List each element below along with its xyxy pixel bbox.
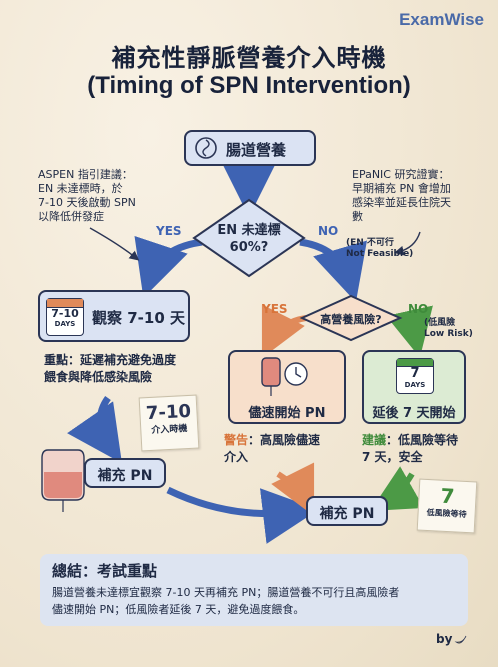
decision1-line2: 60%? [229, 240, 269, 255]
no-label: NO [318, 224, 339, 238]
iv-bag-clock-icon [261, 357, 308, 396]
start-node-box: 腸道營養 [184, 130, 316, 166]
calendar-icon: 7-10 DAYS [46, 298, 84, 336]
decision2-text: 高營養風險? [320, 313, 382, 326]
observe-box: 7-10 DAYS 觀察 7-10 天 [38, 290, 190, 342]
summary-line2: 儘速開始 PN；低風險者延後 7 天，避免過度餵食。 [52, 603, 305, 616]
epanic-line1: EPaNIC 研究證實： [352, 168, 450, 181]
low-risk-advice: 建議：低風險等待 7 天，安全 [362, 432, 482, 466]
arrow-left-to-center [166, 486, 319, 544]
supplement-center-box: 補充 PN [306, 496, 388, 526]
observe-focus-label: 重點 [44, 353, 69, 367]
arrow-observe-to-pn [67, 395, 122, 464]
calendar-7-icon: 7 DAYS [396, 358, 434, 394]
summary-heading: 總結：考試重點 [52, 562, 158, 580]
low-risk-line2: Low Risk) [424, 329, 473, 339]
page-subtitle: (Timing of SPN Intervention) [87, 72, 411, 99]
decision2-diamond [299, 294, 403, 342]
yes-label: YES [156, 224, 182, 238]
arrow-low-to-center [370, 466, 424, 511]
low-risk-box: 7 DAYS 延後 7 天開始 [362, 350, 466, 424]
sticky-b-big: 7 [439, 483, 456, 509]
intestine-icon [195, 137, 217, 159]
epanic-line3: 感染率並延長住院天 [352, 196, 451, 209]
summary-body: 腸道營養未達標宜觀察 7-10 天再補充 PN；腸道營養不可行且高風險者 儘速開… [52, 584, 462, 618]
sticky-note-a: 7-10 介入時機 [138, 394, 200, 452]
decision1-diamond [192, 198, 306, 278]
summary-line1: 腸道營養未達標宜觀察 7-10 天再補充 PN；腸道營養不可行且高風險者 [52, 586, 400, 599]
observe-text: 觀察 7-10 天 [92, 309, 185, 327]
observe-focus: 重點：延遲補充避免過度 餵食與降低感染風險 [44, 352, 204, 386]
aspen-pointer [89, 227, 140, 261]
high-risk-warning: 警告：高風險儘速 介入 [224, 432, 344, 466]
page-title: 補充性靜脈營養介入時機 [111, 44, 387, 72]
decision1-text: EN 未達標 60%? [194, 222, 304, 256]
observe-focus-line1: ：延遲補充避免過度 [68, 353, 177, 367]
sticky-a-big: 7-10 [145, 400, 192, 425]
epanic-line2: 早期補充 PN 會增加 [352, 182, 451, 195]
epanic-line4: 數 [352, 210, 363, 223]
no2-label: NO [408, 302, 429, 316]
low-risk-note: (低風險 Low Risk) [424, 318, 473, 340]
aspen-note: ASPEN 指引建議： EN 未達標時，於 7-10 天後啟動 SPN 以降低併… [38, 168, 168, 224]
epanic-pointer [393, 231, 421, 256]
aspen-line3: 7-10 天後啟動 SPN [38, 196, 136, 209]
aspen-line4: 以降低併發症 [38, 210, 104, 223]
supplement-left-text: 補充 PN [97, 468, 153, 484]
warning-line2: 介入 [224, 450, 249, 464]
low-cal-top: 7 [410, 366, 420, 381]
advice-line2: 7 天，安全 [362, 450, 423, 464]
sticky-b-small: 低風險等待 [426, 507, 467, 520]
observe-cal-bottom: DAYS [54, 320, 76, 328]
arrow-no-right [299, 238, 367, 303]
low-risk-text: 延後 7 天開始 [372, 406, 456, 421]
sticky-note-b: 7 低風險等待 [416, 478, 478, 534]
advice-line1: ：低風險等待 [386, 433, 459, 447]
aspen-line1: ASPEN 指引建議： [38, 168, 133, 181]
observe-cal-top: 7-10 [51, 307, 79, 320]
footer-by: by [436, 632, 453, 646]
warning-line1: ：高風險儘速 [248, 433, 321, 447]
aspen-line2: EN 未達標時，於 [38, 182, 123, 195]
decision1-line1: EN 未達標 [217, 223, 281, 238]
low-cal-bottom: DAYS [404, 381, 426, 389]
high-risk-text: 儘速開始 PN [248, 406, 326, 421]
observe-focus-line2: 餵食與降低感染風險 [44, 370, 153, 384]
high-risk-box: 儘速開始 PN [228, 350, 346, 424]
brand-logo: ExamWise [399, 10, 484, 29]
advice-label: 建議 [362, 433, 387, 447]
low-risk-line1: (低風險 [424, 318, 456, 328]
warning-label: 警告 [224, 433, 249, 447]
not-feasible-line2: Not Feasible) [346, 249, 414, 259]
supplement-left-box: 補充 PN [84, 458, 166, 488]
banana-icon [454, 635, 467, 644]
epanic-note: EPaNIC 研究證實： 早期補充 PN 會增加 感染率並延長住院天 數 [352, 168, 482, 224]
supplement-center-text: 補充 PN [319, 506, 375, 522]
summary-panel: 總結：考試重點 腸道營養未達標宜觀察 7-10 天再補充 PN；腸道營養不可行且… [40, 554, 468, 626]
arrow-yes2 [261, 304, 307, 359]
arrow-high-to-center [271, 462, 315, 517]
start-node-label: 腸道營養 [226, 141, 287, 159]
yes2-label: YES [262, 302, 288, 316]
iv-bag-icon [41, 449, 85, 512]
arrow-yes-left [134, 235, 203, 298]
not-feasible-note: (EN 不可行 Not Feasible) [346, 238, 413, 260]
not-feasible-line1: (EN 不可行 [346, 238, 394, 248]
